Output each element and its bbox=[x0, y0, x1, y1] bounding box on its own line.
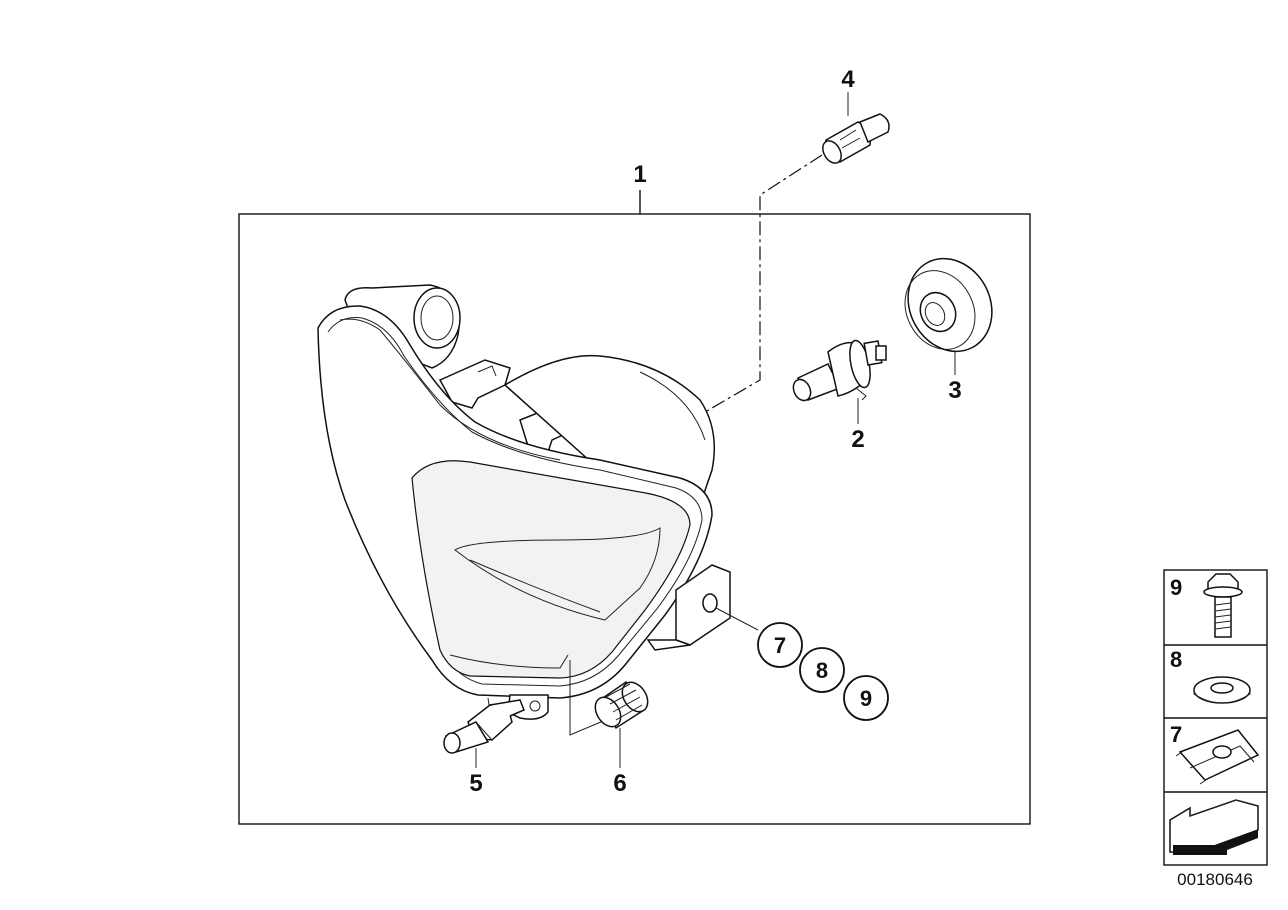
knurled-knob bbox=[594, 680, 649, 730]
key-label-7: 7 bbox=[1170, 722, 1182, 747]
h4-bulb bbox=[792, 339, 887, 402]
clip-nut-icon bbox=[1175, 729, 1260, 785]
key-label-9: 9 bbox=[1170, 575, 1182, 600]
callout-7: 7 bbox=[774, 633, 786, 658]
callout-6: 6 bbox=[613, 770, 626, 797]
rubber-cover bbox=[904, 257, 993, 353]
headlight-assembly bbox=[317, 284, 731, 736]
adjuster-screw bbox=[443, 699, 525, 754]
callout-8-circle: 8 bbox=[799, 647, 845, 693]
callout-3: 3 bbox=[948, 377, 961, 404]
callout-8: 8 bbox=[816, 658, 828, 683]
callout-7-leader bbox=[715, 607, 759, 631]
callout-5: 5 bbox=[469, 770, 482, 797]
callout-9: 9 bbox=[860, 686, 872, 711]
callout-4-leader bbox=[699, 154, 823, 416]
callout-2: 2 bbox=[851, 426, 864, 453]
callout-9-circle: 9 bbox=[843, 675, 889, 721]
key-panel: 9 8 7 bbox=[1163, 569, 1268, 866]
category-arrow-icon bbox=[1169, 799, 1259, 855]
bolt-icon bbox=[1203, 573, 1243, 638]
callout-4: 4 bbox=[841, 66, 855, 93]
callout-7-circle: 7 bbox=[757, 622, 803, 668]
parking-bulb bbox=[822, 113, 890, 164]
washer-icon bbox=[1193, 676, 1251, 704]
key-label-8: 8 bbox=[1170, 647, 1182, 672]
document-id: 00180646 bbox=[1177, 870, 1253, 889]
assembly-frame bbox=[238, 213, 1031, 825]
callout-1: 1 bbox=[633, 161, 646, 188]
